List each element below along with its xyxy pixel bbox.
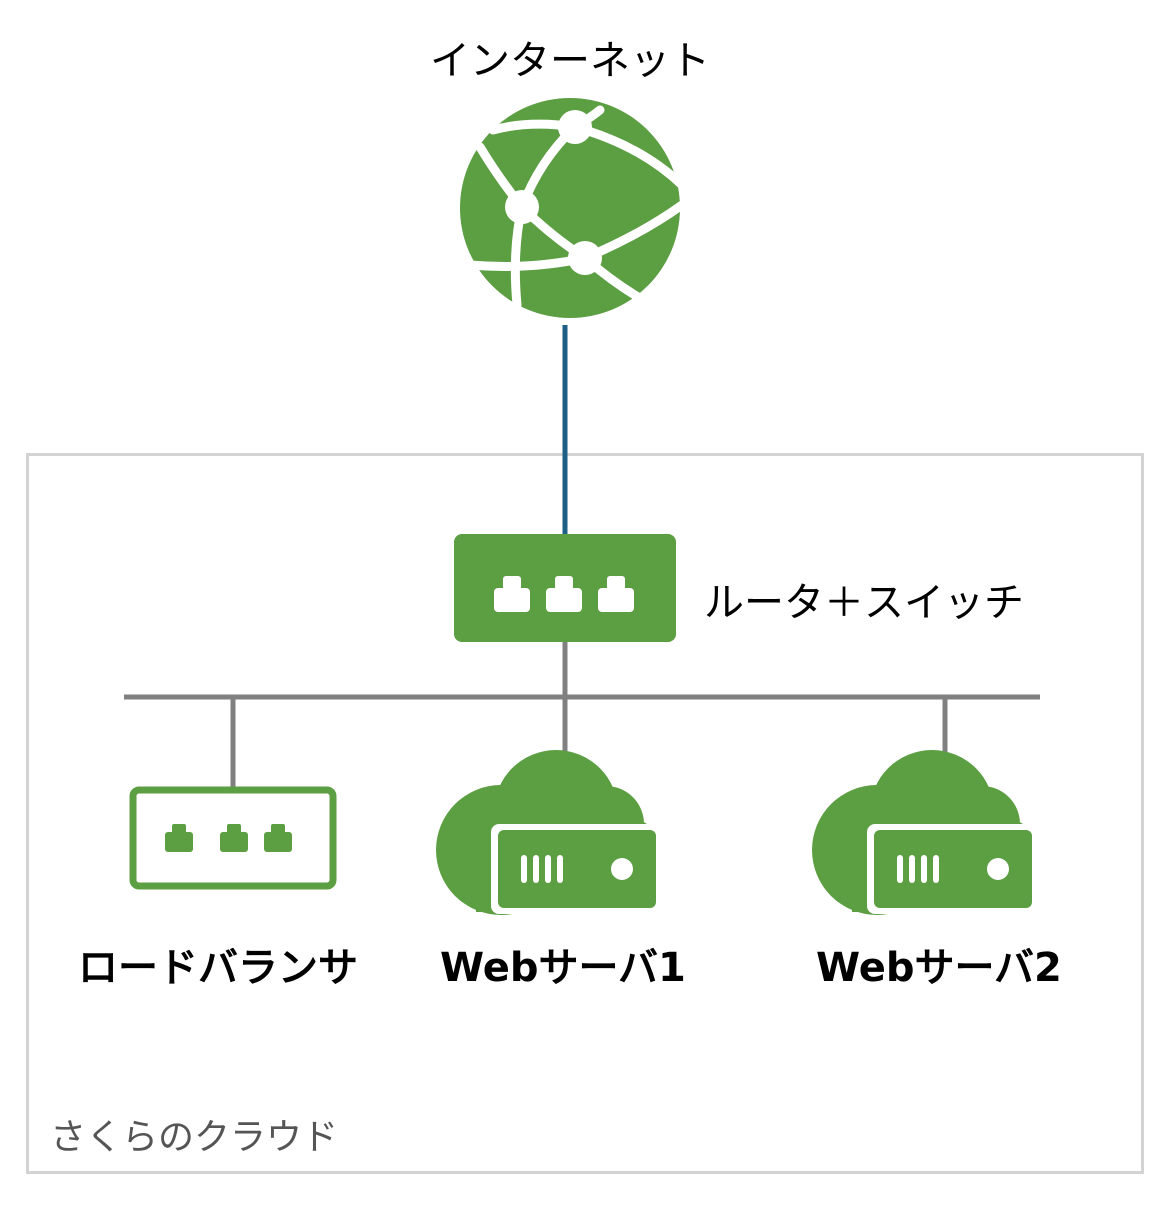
region-label: さくらのクラウド xyxy=(50,1117,339,1158)
web-server-2-label: Webサーバ2 xyxy=(816,945,1062,991)
router-switch-label: ルータ＋スイッチ xyxy=(704,580,1024,626)
router-switch-icon xyxy=(454,534,676,642)
internet-label: インターネット xyxy=(430,38,710,84)
globe-network-icon xyxy=(460,98,687,318)
load-balancer-icon xyxy=(129,786,337,890)
web-server-2-icon xyxy=(812,750,1037,915)
web-server-1-label: Webサーバ1 xyxy=(440,945,686,991)
network-bus xyxy=(124,640,1040,790)
web-server-1-icon xyxy=(436,750,661,915)
sakura-cloud-region-frame xyxy=(26,453,1144,1174)
load-balancer-label: ロードバランサ xyxy=(78,945,358,991)
